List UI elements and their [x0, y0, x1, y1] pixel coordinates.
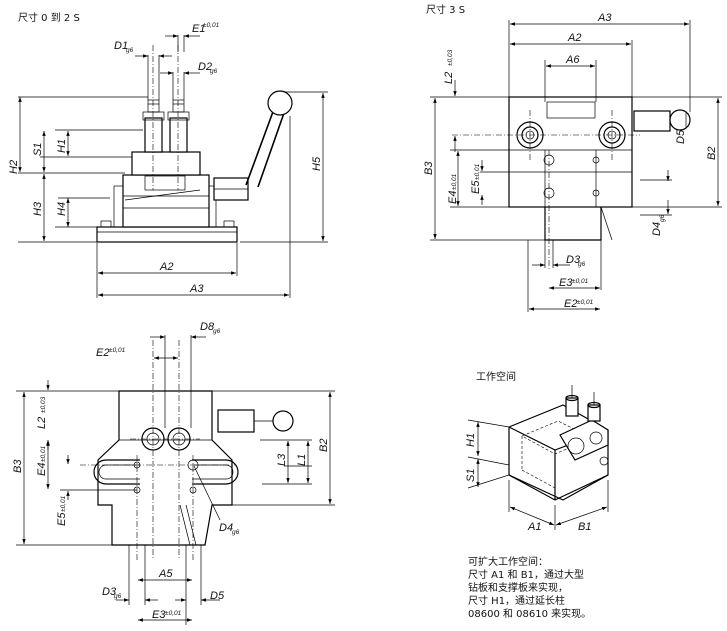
label-3s-d3-g6: g6: [578, 261, 586, 268]
label-d1-g6: g6: [126, 47, 134, 54]
label-ws-s1: S1: [465, 469, 477, 482]
label-d4-g6: g6: [232, 529, 240, 536]
label-3s-d4: D4: [651, 222, 663, 236]
caption-size-3: 尺寸 3 S: [426, 3, 465, 16]
label-ws-h1: H1: [465, 433, 477, 447]
label-3s-e5-tol: ±0,01: [474, 163, 481, 180]
label-d2: D2: [198, 61, 212, 73]
label-d3-g6: g6: [114, 593, 122, 600]
label-e2: E2: [96, 347, 109, 359]
label-e5-tol: ±0,01: [60, 495, 67, 512]
note-line: 尺寸 H1，通过延长柱: [468, 596, 566, 607]
label-h4: H4: [56, 202, 68, 216]
label-d3: D3: [102, 586, 117, 598]
label-h2: H2: [8, 160, 20, 174]
label-d1: D1: [114, 40, 128, 52]
label-3s-b3: B3: [423, 161, 435, 175]
column-right: [169, 117, 188, 153]
label-ws-b1: B1: [578, 521, 591, 533]
top-slot: [546, 101, 596, 119]
label-3s-d4-g6: g6: [659, 214, 666, 222]
top-handle-hub: [217, 409, 255, 433]
label-b3: B3: [12, 459, 24, 473]
label-a5: A5: [158, 568, 173, 580]
note-line: 尺寸 A1 和 B1，通过大型: [468, 570, 584, 581]
top-view-3s: [430, 20, 722, 312]
label-3s-a2: A2: [567, 32, 581, 44]
top-handle-knob: [272, 410, 294, 432]
label-d2-g6: g6: [210, 68, 218, 75]
handle-knob: [267, 90, 293, 116]
caption-size-0-2: 尺寸 0 到 2 S: [18, 11, 80, 24]
label-h5: H5: [311, 156, 323, 171]
work-space-note: 可扩大工作空间： 尺寸 A1 和 B1，通过大型 钻板和支撑板来实现， 尺寸 H…: [468, 556, 668, 621]
label-l2: L2: [36, 417, 48, 429]
label-e4: E4: [36, 463, 48, 476]
label-h3: H3: [32, 201, 44, 216]
label-d8: D8: [200, 321, 215, 333]
label-b2: B2: [318, 439, 330, 452]
label-3s-e2: E2: [564, 298, 577, 310]
label-l1: L1: [296, 454, 308, 466]
label-d4: D4: [219, 522, 233, 534]
handle-hub-3s: [633, 110, 671, 132]
label-a2: A2: [159, 261, 173, 273]
column-left: [144, 117, 163, 153]
label-e1-tol: ±0,01: [203, 22, 220, 29]
label-3s-e5: E5: [470, 180, 482, 194]
label-a3: A3: [189, 283, 204, 295]
caption-work-space: 工作空间: [476, 370, 516, 383]
label-3s-b2: B2: [706, 147, 718, 160]
label-d5: D5: [210, 590, 225, 602]
handle-knob-3s: [669, 109, 691, 131]
label-ws-a1: A1: [527, 521, 541, 533]
note-line: 钻板和支撑板来实现，: [468, 583, 568, 594]
label-e5: E5: [56, 512, 68, 526]
label-3s-e4-tol: ±0,01: [451, 173, 458, 190]
base-plate: [96, 226, 238, 243]
label-3s-d5: D5: [675, 129, 687, 144]
main-housing: [508, 96, 633, 208]
label-e1: E1: [192, 23, 205, 35]
label-3s-l2: L2: [443, 72, 455, 84]
label-d8-g6: g6: [213, 328, 221, 335]
label-3s-l2-tol: ±0,03: [447, 49, 454, 66]
work-space-view: [467, 385, 609, 530]
label-3s-d3: D3: [566, 254, 581, 266]
label-3s-e2-tol: ±0,01: [577, 299, 594, 306]
label-3s-e4: E4: [447, 191, 459, 204]
label-3s-a3: A3: [597, 12, 612, 24]
label-e3-tol: ±0,01: [165, 610, 182, 617]
label-3s-e3-tol: ±0,01: [572, 278, 589, 285]
front-view: [18, 34, 328, 298]
label-3s-a6: A6: [565, 54, 580, 66]
label-e2-tol: ±0,01: [109, 347, 126, 354]
note-line: 可扩大工作空间：: [468, 557, 548, 568]
label-e4-tol: ±0,01: [40, 445, 47, 462]
body: [122, 174, 210, 228]
label-h1: H1: [56, 139, 68, 153]
top-view-0-2s: [16, 335, 335, 625]
label-e3: E3: [152, 609, 166, 621]
label-l3: L3: [276, 453, 288, 466]
label-3s-e3: E3: [559, 277, 573, 289]
label-s1: S1: [32, 143, 44, 156]
label-l2-tol: ±0,03: [40, 396, 47, 413]
upper-block: [131, 151, 201, 176]
note-line: 08600 和 08610 来实现。: [468, 609, 592, 620]
